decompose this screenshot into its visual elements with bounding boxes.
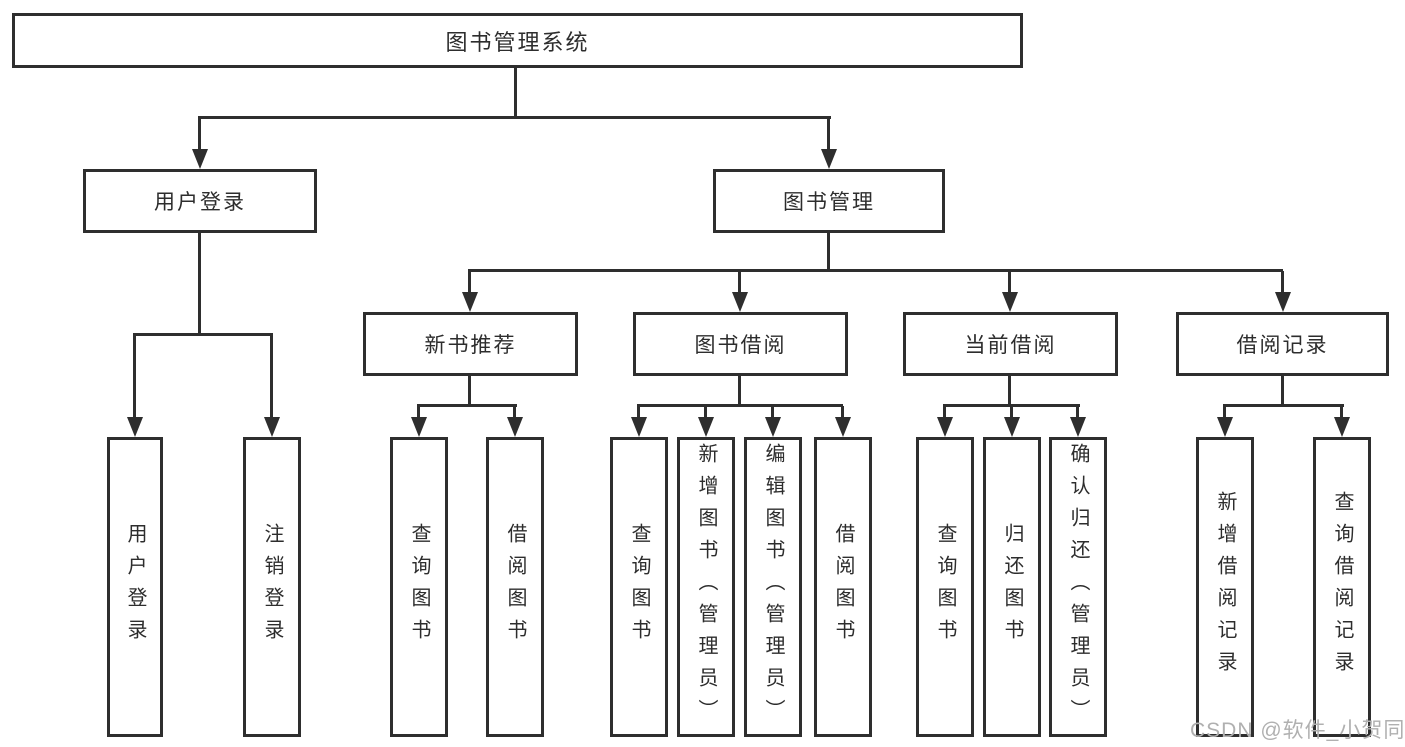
node-book-mgmt-label: 图书管理 <box>783 191 875 214</box>
connector-root-stem <box>514 68 517 118</box>
node-root-label: 图书管理系统 <box>445 29 590 55</box>
leaf-rec-borrow-book: 借阅图书 <box>486 437 544 737</box>
connector-login-stem <box>198 233 201 335</box>
leaf-rec-query-book: 查询图书 <box>390 437 448 737</box>
leaf-bb-edit-book: 编辑图书（管理员） <box>744 437 802 737</box>
leaf-cb-query-book: 查询图书 <box>916 437 974 737</box>
node-book-borrow: 图书借阅 <box>633 312 848 376</box>
connector-rec-rail <box>417 404 517 407</box>
leaf-user-login: 用户登录 <box>107 437 163 737</box>
node-borrow-records-label: 借阅记录 <box>1236 334 1329 357</box>
arrow-to-leaf-user-login <box>133 335 136 417</box>
arrow-to-borrow-records <box>1281 271 1284 292</box>
arrow-to-user-login <box>198 118 201 149</box>
arrow-to-bb-add-book <box>704 406 707 417</box>
arrow-to-br-query-record <box>1340 406 1343 417</box>
leaf-bb-query-book-label: 查询图书 <box>628 523 650 651</box>
leaf-cb-return-book: 归还图书 <box>983 437 1041 737</box>
arrow-to-leaf-logout <box>270 335 273 417</box>
arrow-to-current-borrow <box>1008 271 1011 292</box>
leaf-rec-query-book-label: 查询图书 <box>408 523 430 651</box>
leaf-br-query-record: 查询借阅记录 <box>1313 437 1371 737</box>
arrow-to-rec-query-book <box>417 406 420 417</box>
leaf-bb-add-book-label: 新增图书（管理员） <box>695 443 717 731</box>
arrow-to-bb-borrow-book <box>841 406 844 417</box>
node-book-mgmt: 图书管理 <box>713 169 945 233</box>
arrow-to-cb-return-book <box>1010 406 1013 417</box>
arrow-to-br-add-record <box>1223 406 1226 417</box>
arrow-to-rec-borrow-book <box>513 406 516 417</box>
leaf-br-query-record-label: 查询借阅记录 <box>1331 491 1353 683</box>
arrow-to-cb-confirm-return <box>1076 406 1079 417</box>
connector-root-rail <box>198 116 831 119</box>
node-book-borrow-label: 图书借阅 <box>694 334 787 357</box>
arrow-to-book-mgmt <box>827 118 830 149</box>
arrow-to-bb-query-book <box>637 406 640 417</box>
connector-records-stem <box>1281 376 1284 406</box>
leaf-cb-return-book-label: 归还图书 <box>1001 523 1023 651</box>
arrow-to-new-book-rec <box>468 271 471 292</box>
node-new-book-rec-label: 新书推荐 <box>424 334 517 357</box>
leaf-bb-query-book: 查询图书 <box>610 437 668 737</box>
connector-borrow-stem <box>738 376 741 406</box>
leaf-cb-confirm-return-label: 确认归还（管理员） <box>1067 443 1089 731</box>
arrow-to-cb-query-book <box>943 406 946 417</box>
connector-login-rail <box>133 333 273 336</box>
leaf-logout-label: 注销登录 <box>261 523 283 651</box>
connector-borrow-rail <box>637 404 843 407</box>
arrow-to-book-borrow <box>738 271 741 292</box>
node-new-book-rec: 新书推荐 <box>363 312 578 376</box>
node-root: 图书管理系统 <box>12 13 1023 68</box>
leaf-cb-query-book-label: 查询图书 <box>934 523 956 651</box>
node-borrow-records: 借阅记录 <box>1176 312 1389 376</box>
leaf-cb-confirm-return: 确认归还（管理员） <box>1049 437 1107 737</box>
node-user-login: 用户登录 <box>83 169 317 233</box>
connector-mgmt-rail <box>468 269 1283 272</box>
leaf-logout: 注销登录 <box>243 437 301 737</box>
node-user-login-label: 用户登录 <box>154 191 246 214</box>
leaf-bb-borrow-book: 借阅图书 <box>814 437 872 737</box>
csdn-watermark: CSDN @软件_小贺同学 <box>1190 719 1405 742</box>
leaf-user-login-label: 用户登录 <box>124 523 146 651</box>
leaf-bb-edit-book-label: 编辑图书（管理员） <box>762 443 784 731</box>
leaf-bb-borrow-book-label: 借阅图书 <box>832 523 854 651</box>
leaf-br-add-record: 新增借阅记录 <box>1196 437 1254 737</box>
connector-rec-stem <box>468 376 471 406</box>
connector-current-stem <box>1008 376 1011 406</box>
leaf-rec-borrow-book-label: 借阅图书 <box>504 523 526 651</box>
node-current-borrow: 当前借阅 <box>903 312 1118 376</box>
connector-records-rail <box>1223 404 1344 407</box>
arrow-to-bb-edit-book <box>771 406 774 417</box>
leaf-bb-add-book: 新增图书（管理员） <box>677 437 735 737</box>
leaf-br-add-record-label: 新增借阅记录 <box>1214 491 1236 683</box>
connector-mgmt-stem <box>827 233 830 271</box>
node-current-borrow-label: 当前借阅 <box>964 334 1057 357</box>
